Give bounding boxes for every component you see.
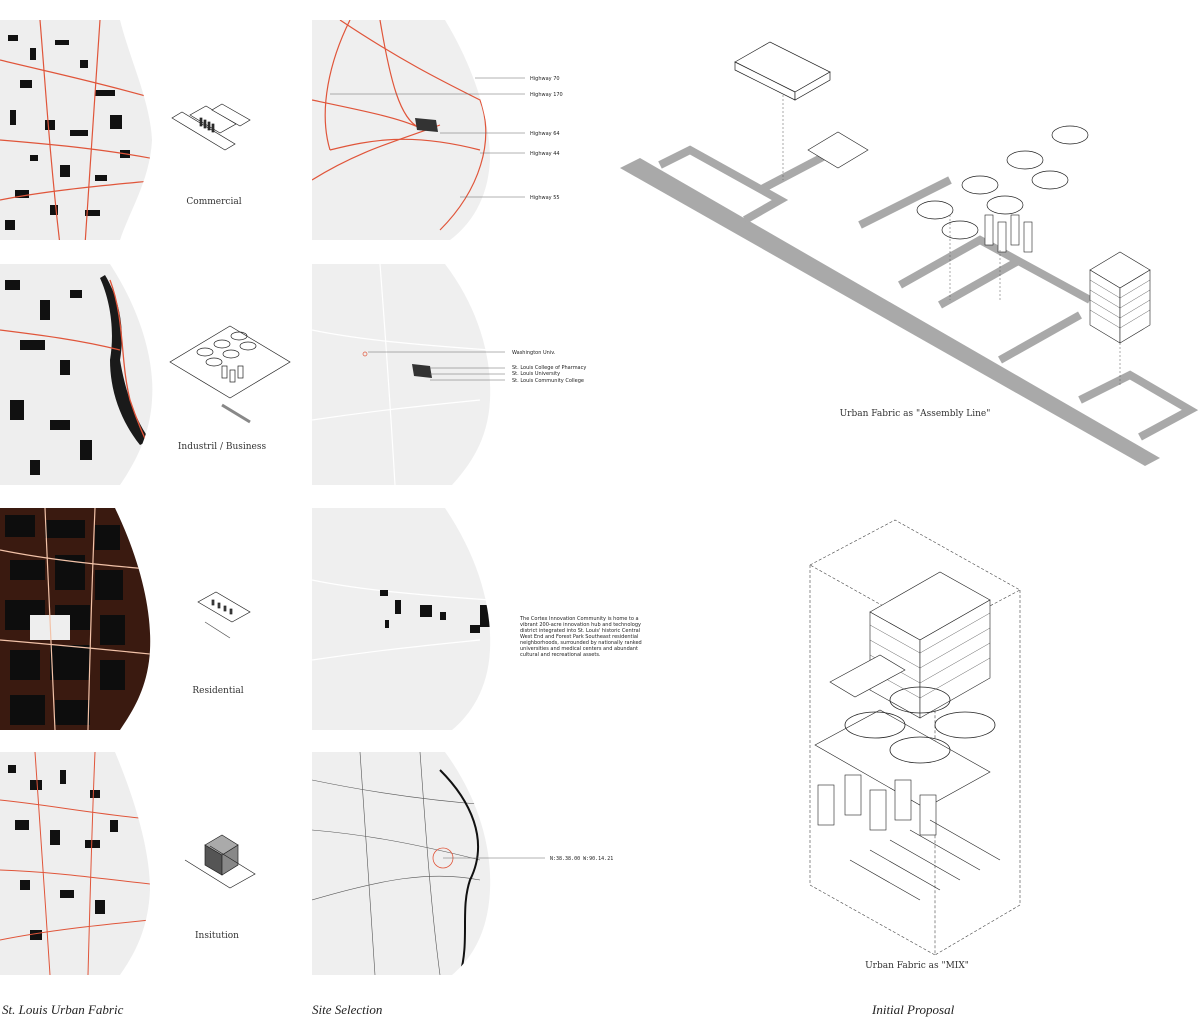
urban-fabric-map-commercial — [0, 20, 152, 240]
district-text-line: cultural and recreational assets. — [520, 652, 601, 658]
residential-diagram — [197, 591, 251, 639]
district-text-line: neighborhoods, surrounded by nationally … — [520, 640, 642, 646]
mix-axonometric — [809, 519, 1021, 956]
label-washington-univ: Washington Univ. — [512, 350, 556, 356]
row-label-commercial: Commercial — [186, 197, 241, 207]
caption-site-selection: Site Selection — [312, 1002, 382, 1017]
label-highway-64: Highway 64 — [530, 131, 560, 137]
caption-urban-fabric: St. Louis Urban Fabric — [2, 1002, 124, 1017]
district-text-line: district integrated into St. Louis' hist… — [520, 628, 640, 634]
site-map-district — [312, 508, 491, 730]
district-text-line: universities and medical centers and abu… — [520, 646, 638, 652]
highway-leaders — [330, 77, 525, 198]
coordinate-readout: N:38.38.00 W:90.14.21 — [550, 856, 613, 862]
industrial-diagram — [169, 325, 291, 424]
row-label-institution: Insitution — [195, 931, 239, 941]
district-text-line: The Cortex Innovation Community is home … — [519, 616, 639, 622]
row-label-industrial: Industril / Business — [178, 442, 267, 452]
district-description: The Cortex Innovation Community is home … — [519, 616, 642, 658]
label-highway-170: Highway 170 — [530, 92, 563, 98]
urban-fabric-map-industrial — [0, 264, 153, 485]
label-highway-55: Highway 55 — [530, 195, 560, 201]
site-map-coordinates — [312, 752, 491, 975]
label-stl-college-pharmacy: St. Louis College of Pharmacy — [512, 365, 586, 371]
institution-diagram — [184, 834, 256, 889]
label-highway-44: Highway 44 — [530, 151, 560, 157]
label-stl-community-college: St. Louis Community College — [512, 378, 584, 384]
district-text-line: West End and Forest Park Southeast resid… — [520, 634, 638, 640]
school-leaders — [368, 351, 505, 381]
urban-fabric-map-institution — [0, 752, 150, 975]
urban-fabric-map-residential — [0, 508, 151, 730]
site-map-schools — [312, 264, 491, 485]
mix-caption: Urban Fabric as "MIX" — [865, 961, 969, 971]
label-stl-university: St. Louis University — [512, 371, 560, 377]
label-highway-70: Highway 70 — [530, 76, 560, 82]
row-label-residential: Residential — [192, 686, 243, 696]
assembly-line-caption: Urban Fabric as "Assembly Line" — [840, 409, 991, 419]
site-map-highways — [312, 20, 490, 240]
assembly-line-axonometric — [620, 41, 1199, 466]
caption-initial-proposal: Initial Proposal — [871, 1002, 955, 1017]
district-text-line: vibrant 200-acre innovation hub and tech… — [520, 622, 641, 628]
commercial-diagram — [171, 103, 251, 151]
